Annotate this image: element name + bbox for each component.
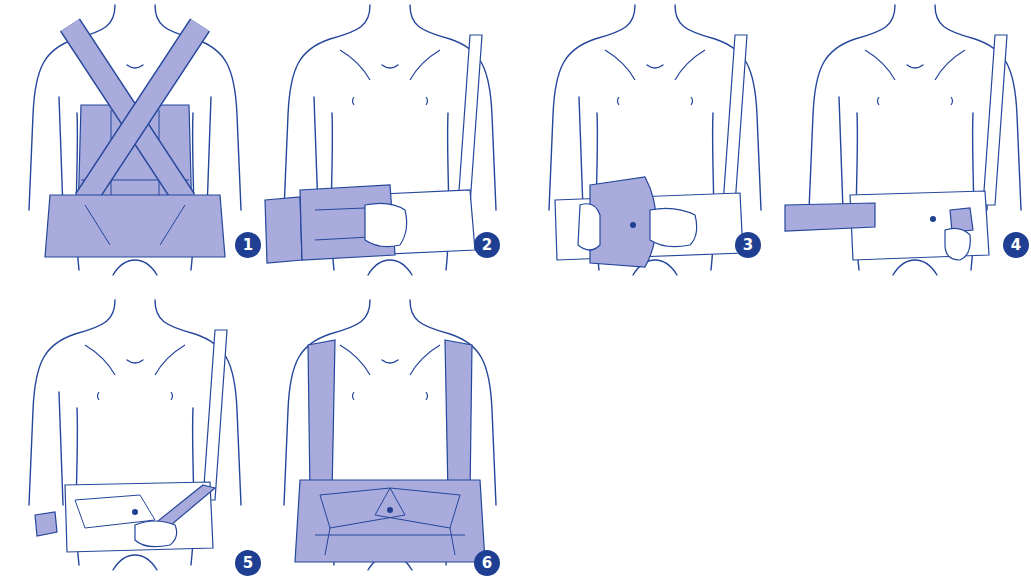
hand [135, 521, 177, 547]
shoulder-strap [458, 35, 482, 205]
fastener-dot [387, 507, 393, 513]
torso-outline [809, 5, 1021, 275]
side-strap [35, 512, 57, 536]
belt-seam [315, 528, 465, 555]
callout-number: 2 [474, 232, 500, 258]
hand [945, 228, 970, 260]
callout-number: 6 [474, 550, 500, 576]
callout-number: 3 [735, 232, 761, 258]
figure-step-5 [29, 300, 241, 570]
chest-detail [865, 50, 965, 105]
fastener-dot [630, 222, 636, 228]
waist-belt [45, 195, 225, 257]
strap-outline [70, 25, 185, 200]
figure-step-3 [549, 5, 761, 275]
torso-outline [549, 5, 761, 275]
callout-number: 5 [235, 550, 261, 576]
belt-panel [265, 197, 302, 263]
torso-outline [284, 300, 496, 570]
shoulder-strap [983, 35, 1007, 205]
figure-step-6 [284, 300, 496, 570]
hand [365, 203, 407, 246]
cross-strap [70, 25, 185, 200]
belt-flap [320, 488, 460, 528]
strap-outline [85, 25, 200, 200]
waist-belt [295, 480, 485, 562]
waist-belt [65, 482, 213, 552]
pull-strap [785, 203, 875, 231]
callout-number: 1 [235, 232, 261, 258]
fastener-dot [930, 216, 936, 222]
shoulder-strap [203, 330, 227, 500]
figure-back-view [29, 5, 241, 275]
panel-seam [315, 208, 370, 240]
chest-detail [85, 345, 185, 400]
belt-seam [85, 205, 185, 245]
shoulder-strap [308, 340, 335, 495]
figure-step-4 [785, 5, 1021, 275]
shoulder-strap [723, 35, 747, 205]
hand [650, 208, 697, 246]
chest-detail [340, 345, 440, 400]
figure-step-2 [265, 5, 496, 275]
chest-detail [605, 50, 705, 105]
shoulder-strap [445, 340, 472, 495]
fastener-dot [132, 509, 138, 515]
cross-strap [85, 25, 200, 200]
torso-outline [29, 5, 241, 275]
callout-number: 4 [1003, 232, 1029, 258]
torso-outline [29, 300, 241, 570]
hand [578, 204, 600, 250]
chest-detail [340, 50, 440, 105]
torso-outline [284, 5, 496, 275]
